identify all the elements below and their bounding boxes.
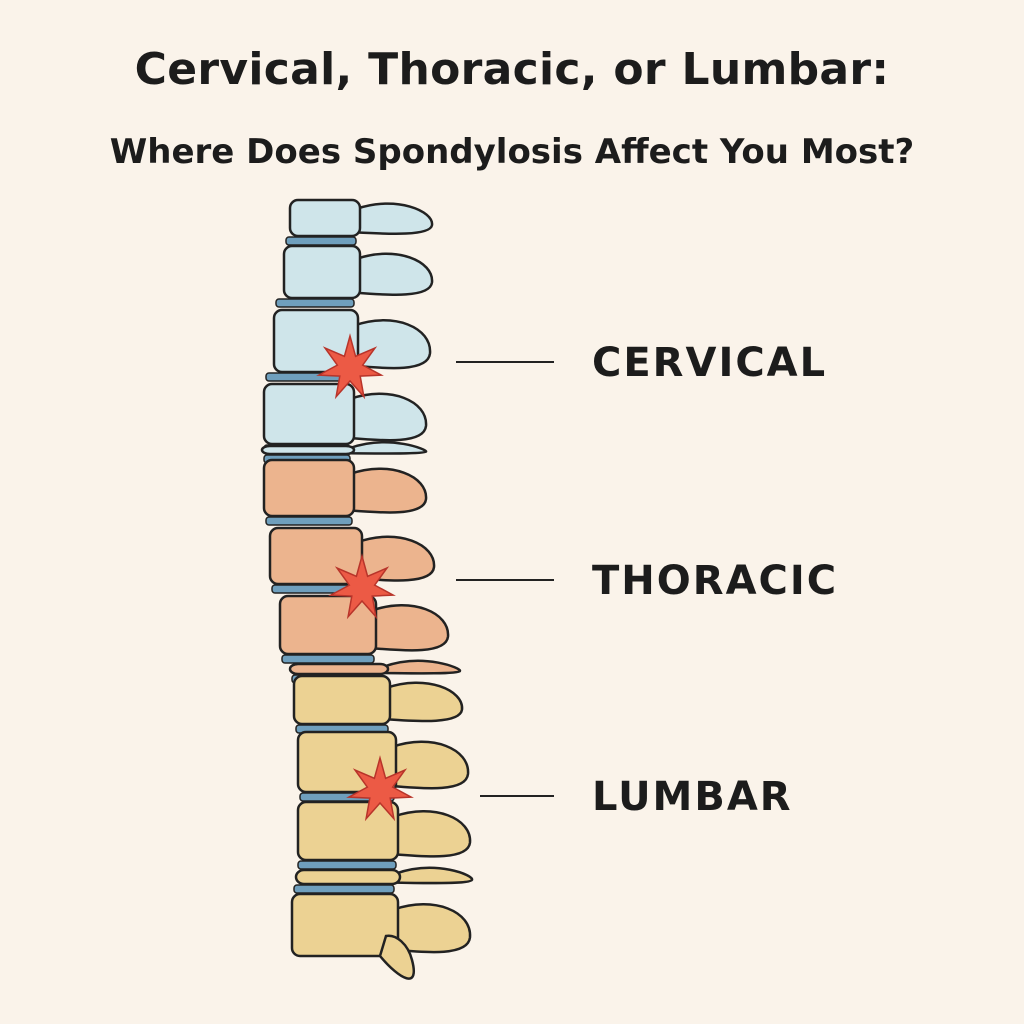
vertebra-process [354, 252, 434, 297]
pain-marker-group [316, 333, 414, 822]
vertebra-body [288, 662, 390, 676]
vertebra [265, 308, 432, 382]
thoracic-leader-line [456, 579, 554, 581]
pain-star-icon [346, 755, 414, 822]
vertebra [275, 244, 434, 308]
vertebra-process [382, 659, 462, 675]
vertebra-body [290, 892, 400, 958]
lumbar-label: LUMBAR [592, 774, 793, 820]
thoracic-label: THORACIC [592, 558, 839, 604]
cervical-label: CERVICAL [592, 340, 828, 386]
vertebra-body [282, 244, 362, 300]
vertebra [285, 198, 434, 246]
vertebra-process [348, 467, 428, 514]
vertebra-body [296, 800, 400, 862]
intervertebral-disc [293, 884, 395, 894]
vertebra [290, 892, 472, 958]
vertebra [296, 800, 472, 870]
pain-star-icon [328, 553, 396, 620]
vertebra-body [288, 198, 362, 238]
intervertebral-disc [265, 516, 353, 526]
vertebra-process [390, 740, 470, 790]
lumbar-leader-line [480, 795, 554, 797]
vertebra-body [262, 458, 356, 518]
sacrum-tip [378, 934, 415, 980]
page-subtitle: Where Does Spondylosis Affect You Most? [109, 132, 915, 172]
vertebra [293, 866, 474, 894]
vertebra-body [292, 674, 392, 726]
vertebra-body [260, 444, 356, 456]
vertebra-process [348, 441, 428, 455]
vertebra [268, 526, 436, 594]
page-title: Cervical, Thoracic, or Lumbar: [134, 44, 890, 95]
vertebra-process [348, 392, 428, 442]
vertebra [292, 674, 464, 734]
vertebra-body [294, 868, 402, 886]
vertebra-process [356, 535, 436, 582]
vertebra-process [370, 604, 450, 652]
cervical-leader-line [456, 361, 554, 363]
vertebra [278, 594, 450, 664]
pain-star-icon [316, 333, 384, 400]
vertebra-process [354, 202, 434, 236]
vertebra [262, 458, 428, 526]
vertebra-process [384, 681, 464, 723]
vertebra-process [392, 903, 472, 954]
intervertebral-disc [275, 298, 355, 308]
vertebra-process [352, 319, 432, 370]
intervertebral-disc [297, 860, 397, 870]
vertebra-body [262, 382, 356, 446]
intervertebral-disc [281, 654, 375, 664]
intervertebral-disc [285, 236, 357, 246]
vertebra-process [394, 866, 474, 885]
vertebra-body [278, 594, 378, 656]
vertebra-process [392, 810, 472, 858]
